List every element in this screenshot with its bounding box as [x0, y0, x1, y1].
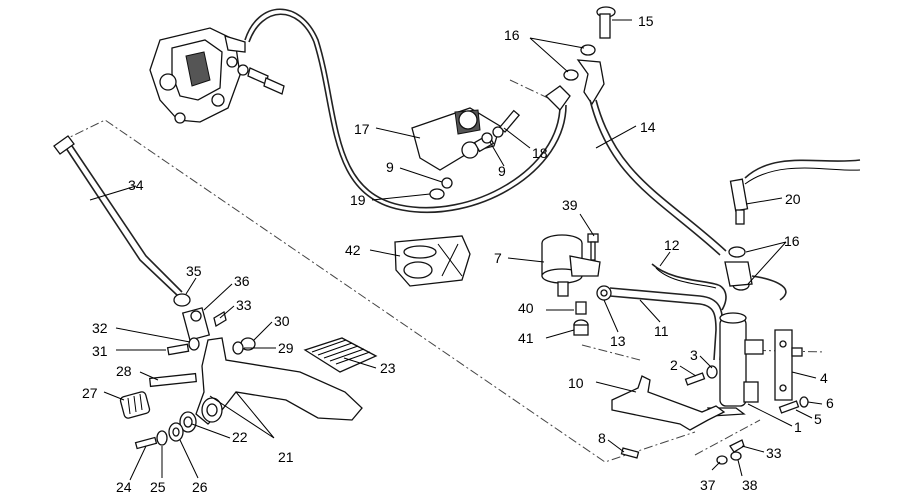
- assembly-line-pin: [694, 419, 761, 456]
- support-plate-10: [611, 375, 726, 431]
- label-23: 23: [380, 360, 396, 376]
- label-39: 39: [562, 197, 578, 213]
- assembly-line-reservoir: [581, 344, 641, 361]
- nut-35: [173, 293, 191, 307]
- label-26: 26: [192, 479, 208, 495]
- label-42: 42: [345, 242, 361, 258]
- washer-3: [706, 365, 718, 379]
- label-20: 20: [785, 191, 801, 207]
- label-2: 2: [670, 357, 678, 373]
- banjo-19: [429, 188, 445, 200]
- label-25: 25: [150, 479, 166, 495]
- washer-9-upper: [481, 132, 493, 144]
- label-1: 1: [794, 419, 802, 435]
- washer-6: [799, 396, 809, 408]
- bracket-4: [774, 329, 803, 401]
- label-12: 12: [664, 237, 680, 253]
- union-block-17: [411, 107, 501, 171]
- bolt-24: [134, 436, 158, 450]
- label-11: 11: [654, 323, 669, 339]
- spacer-32: [188, 337, 200, 351]
- label-16-top: 16: [504, 27, 520, 43]
- label-34: 34: [128, 177, 144, 193]
- label-9-left: 9: [386, 159, 394, 175]
- bolt-5: [778, 400, 800, 414]
- label-33-upper: 33: [236, 297, 252, 313]
- label-19: 19: [350, 192, 366, 208]
- reservoir-cover-42: [394, 235, 471, 287]
- brake-caliper: [149, 27, 246, 124]
- brake-hose-14: [589, 99, 727, 256]
- brake-rod-34: [53, 135, 183, 297]
- pin-28: [148, 372, 198, 388]
- label-16-right: 16: [784, 233, 800, 249]
- label-27: 27: [82, 385, 98, 401]
- label-14: 14: [640, 119, 656, 135]
- hose-12: [651, 263, 727, 311]
- pin-33-lower: [729, 439, 745, 453]
- washer-38: [730, 451, 742, 461]
- label-3: 3: [690, 347, 698, 363]
- bolt-31: [166, 343, 190, 356]
- label-10: 10: [568, 375, 584, 391]
- label-41: 41: [518, 330, 534, 346]
- clamp-13: [596, 285, 612, 301]
- label-36: 36: [234, 273, 250, 289]
- label-40: 40: [518, 300, 534, 316]
- bushing-22: [179, 411, 197, 433]
- bolt-2: [684, 372, 706, 386]
- brake-pedal-21: [195, 337, 363, 425]
- fluid-reservoir-7: [541, 234, 601, 297]
- label-31: 31: [92, 343, 108, 359]
- hose-clamp-40: [575, 301, 587, 315]
- label-5: 5: [814, 411, 822, 427]
- caliper-hose: [244, 8, 567, 214]
- washer-25: [156, 430, 168, 446]
- label-33-lower: 33: [766, 445, 782, 461]
- label-30: 30: [274, 313, 290, 329]
- pressure-switch-20: [729, 159, 861, 225]
- banjo-fitting-lower: [724, 261, 787, 301]
- label-21: 21: [278, 449, 294, 465]
- clevis-36: [181, 307, 211, 341]
- assembly-line-pedal: [59, 119, 696, 463]
- label-37: 37: [700, 477, 716, 493]
- label-18: 18: [532, 145, 548, 161]
- label-29: 29: [278, 340, 294, 356]
- banjo-fitting-top: [544, 59, 605, 112]
- bolt-18: [492, 109, 521, 138]
- bolt-8: [620, 447, 640, 459]
- label-17: 17: [354, 121, 370, 137]
- label-32: 32: [92, 320, 108, 336]
- label-28: 28: [116, 363, 132, 379]
- label-22: 22: [232, 429, 248, 445]
- leader-lines: [89, 19, 823, 481]
- label-8: 8: [598, 430, 606, 446]
- label-13: 13: [610, 333, 626, 349]
- label-6: 6: [826, 395, 834, 411]
- assembly-line-caliper: [509, 79, 549, 99]
- label-38: 38: [742, 477, 758, 493]
- label-7: 7: [494, 250, 502, 266]
- bolt-39: [587, 233, 599, 261]
- bushing-26: [168, 422, 184, 442]
- label-15: 15: [638, 13, 654, 29]
- washer-29: [232, 341, 244, 355]
- label-4: 4: [820, 370, 828, 386]
- washer-9-lower: [441, 177, 453, 189]
- washer-16-upper: [563, 44, 596, 81]
- knob-27: [119, 391, 151, 419]
- caliper-bleed-fitting: [226, 56, 285, 95]
- label-35: 35: [186, 263, 202, 279]
- banjo-bolt-15: [596, 6, 616, 39]
- label-24: 24: [116, 479, 132, 495]
- fitting-41: [573, 319, 589, 336]
- label-9-right: 9: [498, 163, 506, 179]
- pedal-pad-23: [303, 337, 378, 373]
